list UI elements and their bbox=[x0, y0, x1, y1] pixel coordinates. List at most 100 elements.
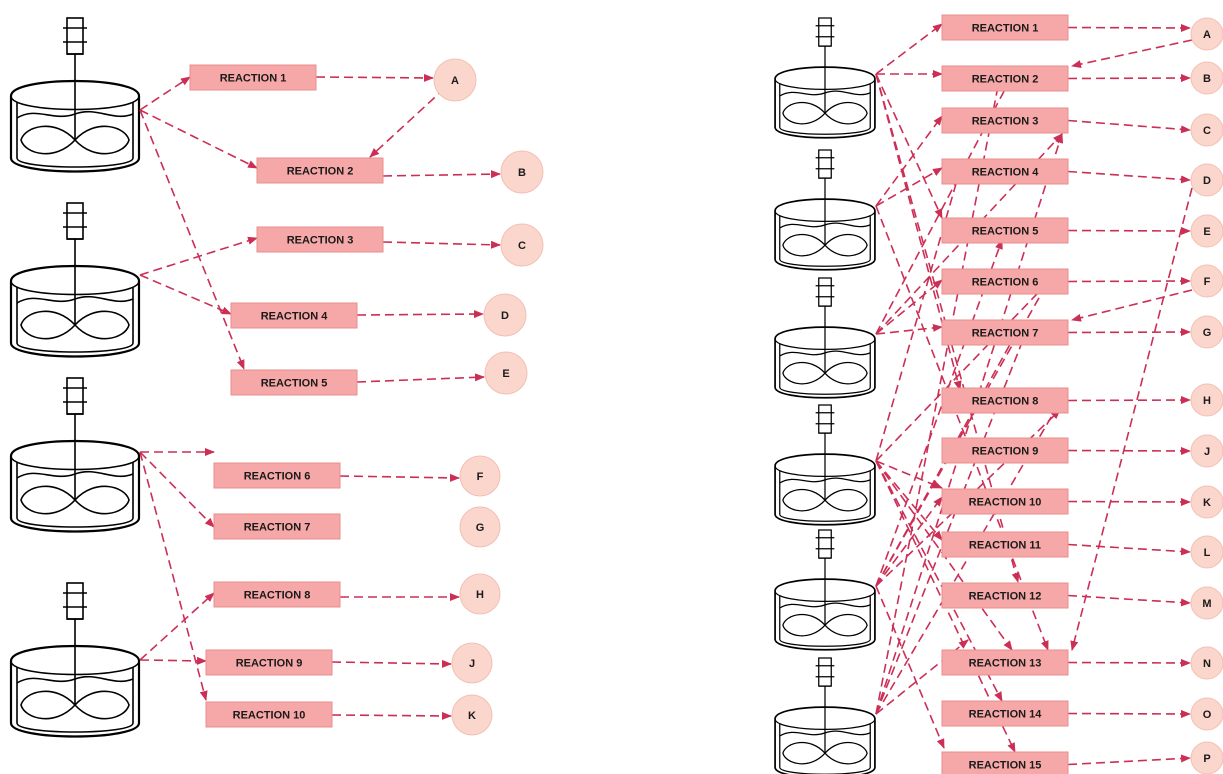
product-node[interactable]: O bbox=[1190, 697, 1223, 731]
reaction-label: REACTION 15 bbox=[969, 760, 1042, 772]
flow-arrow bbox=[875, 73, 943, 219]
flow-arrow bbox=[875, 496, 943, 587]
reaction-box[interactable]: REACTION 10 bbox=[941, 488, 1069, 515]
flow-arrow bbox=[875, 321, 1031, 715]
reaction-box[interactable]: REACTION 2 bbox=[941, 65, 1069, 92]
reaction-box[interactable]: REACTION 1 bbox=[941, 14, 1069, 41]
product-node[interactable]: K bbox=[1190, 485, 1223, 519]
product-node-circle bbox=[459, 455, 501, 497]
reaction-box-rect bbox=[189, 64, 317, 91]
product-label: P bbox=[1203, 753, 1210, 765]
reaction-box[interactable]: REACTION 13 bbox=[941, 649, 1069, 676]
product-node[interactable]: C bbox=[1190, 113, 1223, 147]
reaction-box-rect bbox=[205, 649, 333, 676]
reaction-label: REACTION 3 bbox=[287, 235, 354, 247]
product-node[interactable]: J bbox=[451, 642, 493, 684]
flow-arrow bbox=[139, 592, 215, 661]
reaction-box[interactable]: REACTION 6 bbox=[941, 268, 1069, 295]
reaction-box[interactable]: REACTION 3 bbox=[256, 226, 384, 253]
reaction-box-rect bbox=[256, 157, 384, 184]
product-label: G bbox=[476, 522, 485, 534]
product-node[interactable]: N bbox=[1190, 646, 1223, 680]
reaction-box-rect bbox=[941, 158, 1069, 185]
product-node[interactable]: B bbox=[1190, 61, 1223, 95]
product-node[interactable]: J bbox=[1190, 434, 1223, 468]
flow-arrow bbox=[875, 279, 943, 335]
reaction-box-rect bbox=[941, 387, 1069, 414]
product-node-circle bbox=[1190, 434, 1223, 468]
product-node[interactable]: B bbox=[500, 150, 544, 194]
product-node[interactable]: C bbox=[500, 223, 544, 267]
reaction-box[interactable]: REACTION 5 bbox=[941, 217, 1069, 244]
product-node[interactable]: P bbox=[1190, 741, 1223, 774]
product-node[interactable]: H bbox=[1190, 383, 1223, 417]
reaction-box-rect bbox=[256, 226, 384, 253]
reaction-box[interactable]: REACTION 8 bbox=[941, 387, 1069, 414]
reaction-box[interactable]: REACTION 3 bbox=[941, 107, 1069, 134]
reaction-box[interactable]: REACTION 4 bbox=[941, 158, 1069, 185]
product-node[interactable]: E bbox=[484, 351, 528, 395]
flow-arrow bbox=[331, 659, 452, 668]
reaction-label: REACTION 3 bbox=[972, 116, 1039, 128]
reaction-box[interactable]: REACTION 10 bbox=[205, 701, 333, 728]
reaction-box[interactable]: REACTION 2 bbox=[256, 157, 384, 184]
reactor-icon bbox=[9, 202, 141, 358]
product-node-circle bbox=[1190, 315, 1223, 349]
reaction-box[interactable]: REACTION 4 bbox=[230, 302, 358, 329]
product-node[interactable]: A bbox=[433, 58, 477, 102]
product-node[interactable]: G bbox=[1190, 315, 1223, 349]
flow-arrow bbox=[1067, 396, 1191, 405]
product-node[interactable]: G bbox=[459, 506, 501, 548]
reaction-label: REACTION 14 bbox=[969, 709, 1043, 721]
reactor-layer bbox=[9, 17, 876, 774]
product-node[interactable]: K bbox=[451, 694, 493, 736]
flow-arrow bbox=[139, 76, 191, 111]
product-node[interactable]: F bbox=[1190, 264, 1223, 298]
reaction-label: REACTION 9 bbox=[236, 658, 303, 670]
reaction-label: REACTION 9 bbox=[972, 446, 1039, 458]
flow-arrow bbox=[382, 240, 501, 249]
product-node-circle bbox=[1190, 741, 1223, 774]
product-node[interactable]: M bbox=[1190, 586, 1223, 620]
reaction-box[interactable]: REACTION 14 bbox=[941, 700, 1069, 727]
reaction-box[interactable]: REACTION 9 bbox=[205, 649, 333, 676]
product-node[interactable]: A bbox=[1190, 17, 1223, 51]
reaction-box-rect bbox=[941, 751, 1069, 774]
reaction-box-rect bbox=[941, 268, 1069, 295]
reaction-box[interactable]: REACTION 6 bbox=[213, 462, 341, 489]
reaction-label: REACTION 4 bbox=[261, 311, 329, 323]
product-node[interactable]: D bbox=[483, 293, 527, 337]
flow-arrow bbox=[875, 323, 943, 335]
reactor-icon bbox=[774, 657, 876, 774]
product-node-circle bbox=[459, 573, 501, 615]
reaction-box[interactable]: REACTION 7 bbox=[213, 513, 341, 540]
reaction-label: REACTION 10 bbox=[233, 710, 306, 722]
product-node[interactable]: H bbox=[459, 573, 501, 615]
reaction-box-rect bbox=[213, 581, 341, 608]
reaction-box[interactable]: REACTION 1 bbox=[189, 64, 317, 91]
product-node[interactable]: D bbox=[1190, 163, 1223, 197]
reaction-label: REACTION 2 bbox=[972, 74, 1039, 86]
product-node[interactable]: L bbox=[1190, 535, 1223, 569]
product-label: A bbox=[451, 75, 459, 87]
flow-arrow bbox=[139, 109, 258, 169]
reaction-box[interactable]: REACTION 7 bbox=[941, 319, 1069, 346]
product-node-circle bbox=[1190, 163, 1223, 197]
reaction-label: REACTION 4 bbox=[972, 167, 1040, 179]
flow-arrow bbox=[339, 473, 460, 482]
reaction-box[interactable]: REACTION 11 bbox=[941, 531, 1069, 558]
product-node-circle bbox=[451, 694, 493, 736]
reaction-box[interactable]: REACTION 15 bbox=[941, 751, 1069, 774]
reaction-box[interactable]: REACTION 12 bbox=[941, 582, 1069, 609]
reaction-box[interactable]: REACTION 5 bbox=[230, 369, 358, 396]
flow-arrow bbox=[139, 656, 207, 665]
product-label: F bbox=[477, 471, 484, 483]
reactor-icon bbox=[9, 17, 141, 173]
product-node[interactable]: F bbox=[459, 455, 501, 497]
reaction-box[interactable]: REACTION 9 bbox=[941, 437, 1069, 464]
reaction-box[interactable]: REACTION 8 bbox=[213, 581, 341, 608]
reaction-label: REACTION 5 bbox=[261, 378, 328, 390]
product-node[interactable]: E bbox=[1190, 214, 1223, 248]
product-node-circle bbox=[500, 150, 544, 194]
